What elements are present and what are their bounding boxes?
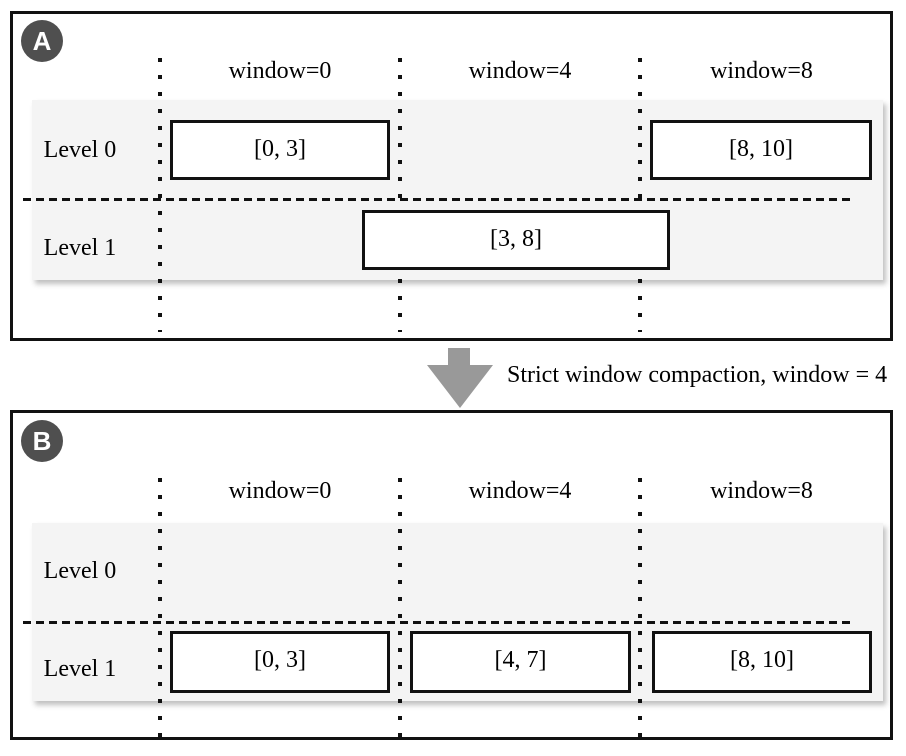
sstable-box: [4, 7] (410, 631, 631, 693)
column-header-window-0: window=0 (228, 58, 332, 84)
column-header-window-8: window=8 (710, 58, 813, 84)
sstable-box: [8, 10] (652, 631, 872, 693)
column-header-window-8: window=8 (710, 478, 813, 504)
window-boundary-dotted-line (158, 58, 162, 332)
column-header-window-4: window=4 (468, 58, 572, 84)
sstable-box: [0, 3] (170, 120, 390, 180)
window-boundary-dotted-line (158, 478, 162, 737)
sstable-box: [8, 10] (650, 120, 872, 180)
compaction-arrow-shaft (448, 348, 470, 366)
level-0-label: Level 0 (43, 558, 117, 584)
window-boundary-dotted-line (638, 58, 642, 332)
window-boundary-dotted-line (398, 478, 402, 737)
panel-b: B window=0 window=4 window=8 Level 0 Lev… (10, 410, 893, 740)
compaction-arrow-label: Strict window compaction, window = 4 (507, 362, 888, 388)
column-header-window-0: window=0 (228, 478, 332, 504)
level-divider-dashed-line (23, 621, 852, 624)
panel-a-badge: A (21, 20, 63, 62)
column-header-window-4: window=4 (468, 478, 572, 504)
level-1-label: Level 1 (43, 656, 117, 682)
level-divider-dashed-line (23, 198, 852, 201)
compaction-arrow-icon (427, 365, 493, 408)
level-1-label: Level 1 (43, 235, 117, 261)
window-boundary-dotted-line (638, 478, 642, 737)
level-0-label: Level 0 (43, 137, 117, 163)
sstable-box: [0, 3] (170, 631, 390, 693)
window-boundary-dotted-line (398, 58, 402, 332)
sstable-box: [3, 8] (362, 210, 670, 270)
panel-a: A window=0 window=4 window=8 Level 0 Lev… (10, 11, 893, 341)
panel-b-badge: B (21, 420, 63, 462)
